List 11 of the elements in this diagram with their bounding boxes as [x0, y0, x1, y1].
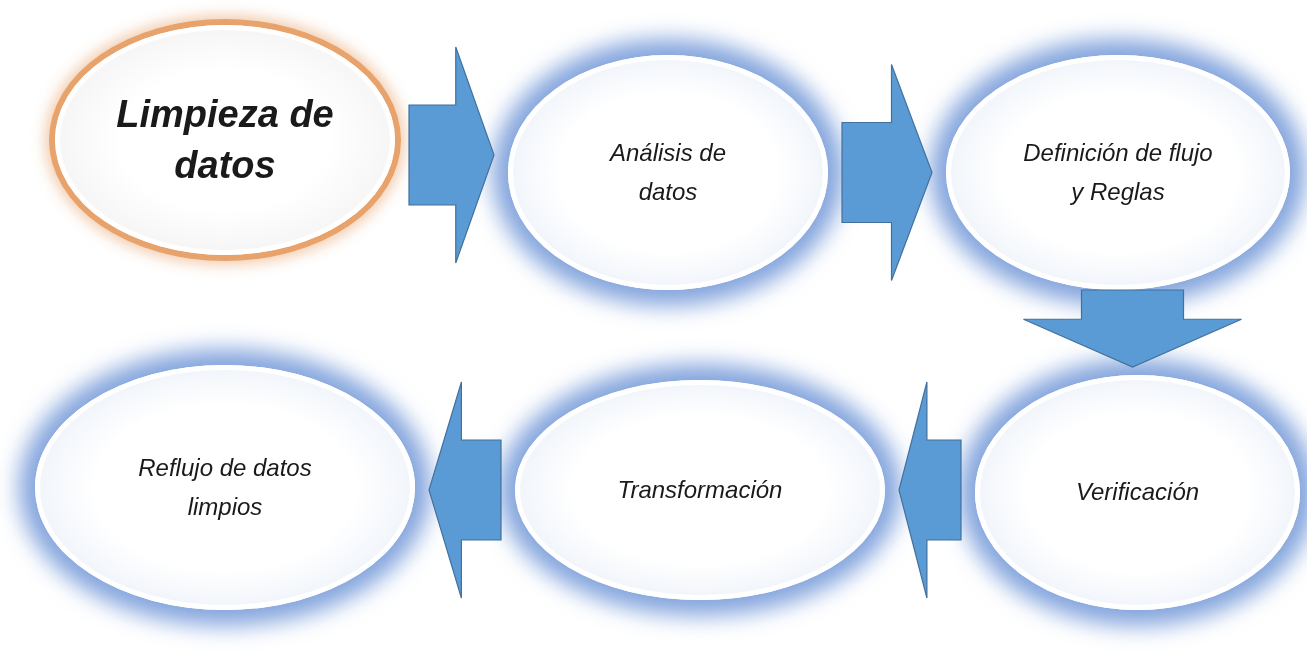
block-arrow	[841, 63, 933, 282]
block-arrow	[898, 381, 962, 599]
node-label: Reflujo de datos limpios	[137, 453, 313, 522]
block-arrow	[428, 381, 502, 599]
node-label: Definición de flujo y Reglas	[1023, 138, 1213, 207]
block-arrow	[408, 46, 495, 264]
node-label: Verificación	[1075, 477, 1200, 508]
block-arrow	[1022, 289, 1243, 368]
node-label: Limpieza de datos	[115, 91, 335, 188]
node-label: Transformación	[617, 474, 783, 505]
node-label: Análisis de datos	[608, 138, 728, 207]
